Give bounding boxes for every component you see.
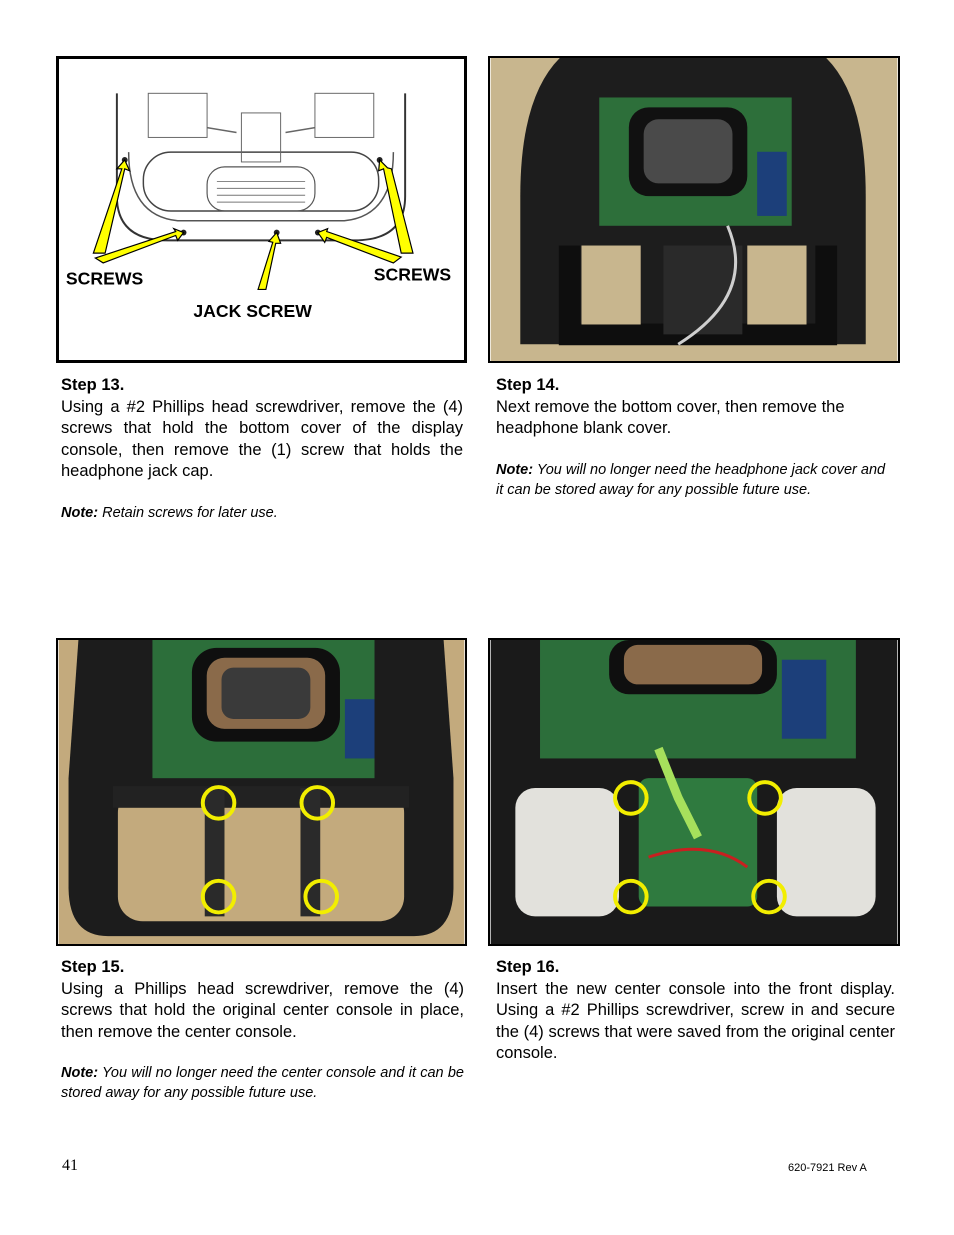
step15-heading: Step 15. — [61, 958, 125, 976]
step13-figure: SCREWS SCREWS JACK SCREW — [56, 56, 467, 363]
note-label: Note: — [61, 504, 99, 521]
step13-text: Step 13. Using a #2 Phillips head screwd… — [61, 375, 463, 523]
note-text: Retain screws for later use. — [98, 504, 278, 521]
page-number: 41 — [62, 1157, 78, 1174]
center-console-screws-photo — [58, 640, 465, 944]
step15-note: Note: You will no longer need the center… — [61, 1063, 464, 1103]
step15-text: Step 15. Using a Phillips head screwdriv… — [61, 957, 464, 1103]
step14-photo — [488, 56, 900, 363]
document-revision: 620-7921 Rev A — [788, 1162, 867, 1174]
jack-screw-label: JACK SCREW — [193, 301, 312, 321]
step16-heading: Step 16. — [496, 958, 560, 976]
screw-highlight-circles — [613, 780, 787, 915]
note-text: You will no longer need the center conso… — [61, 1065, 464, 1101]
step15-photo — [56, 638, 467, 946]
step14-body: Next remove the bottom cover, then remov… — [496, 397, 845, 438]
step13-body: Using a #2 Phillips head screwdriver, re… — [61, 397, 463, 481]
screws-right-label: SCREWS — [374, 265, 452, 285]
new-center-console-photo — [490, 640, 898, 944]
step16-text: Step 16. Insert the new center console i… — [496, 957, 895, 1065]
step14-note: Note: You will no longer need the headph… — [496, 460, 896, 500]
step14-text: Step 14. Next remove the bottom cover, t… — [496, 375, 896, 500]
note-label: Note: — [61, 1065, 99, 1081]
step13-heading: Step 13. — [61, 376, 125, 394]
step16-body: Insert the new center console into the f… — [496, 979, 895, 1063]
screw-highlight-circles — [200, 785, 339, 915]
step15-body: Using a Phillips head screwdriver, remov… — [61, 979, 464, 1041]
screws-left-label: SCREWS — [66, 269, 144, 289]
note-text: You will no longer need the headphone ja… — [496, 461, 886, 498]
step14-heading: Step 14. — [496, 376, 560, 394]
note-label: Note: — [496, 461, 534, 478]
console-line-drawing: SCREWS SCREWS JACK SCREW — [60, 59, 463, 360]
step13-note: Note: Retain screws for later use. — [61, 503, 463, 523]
bottom-cover-removed-photo — [490, 58, 898, 361]
step16-photo — [488, 638, 900, 946]
